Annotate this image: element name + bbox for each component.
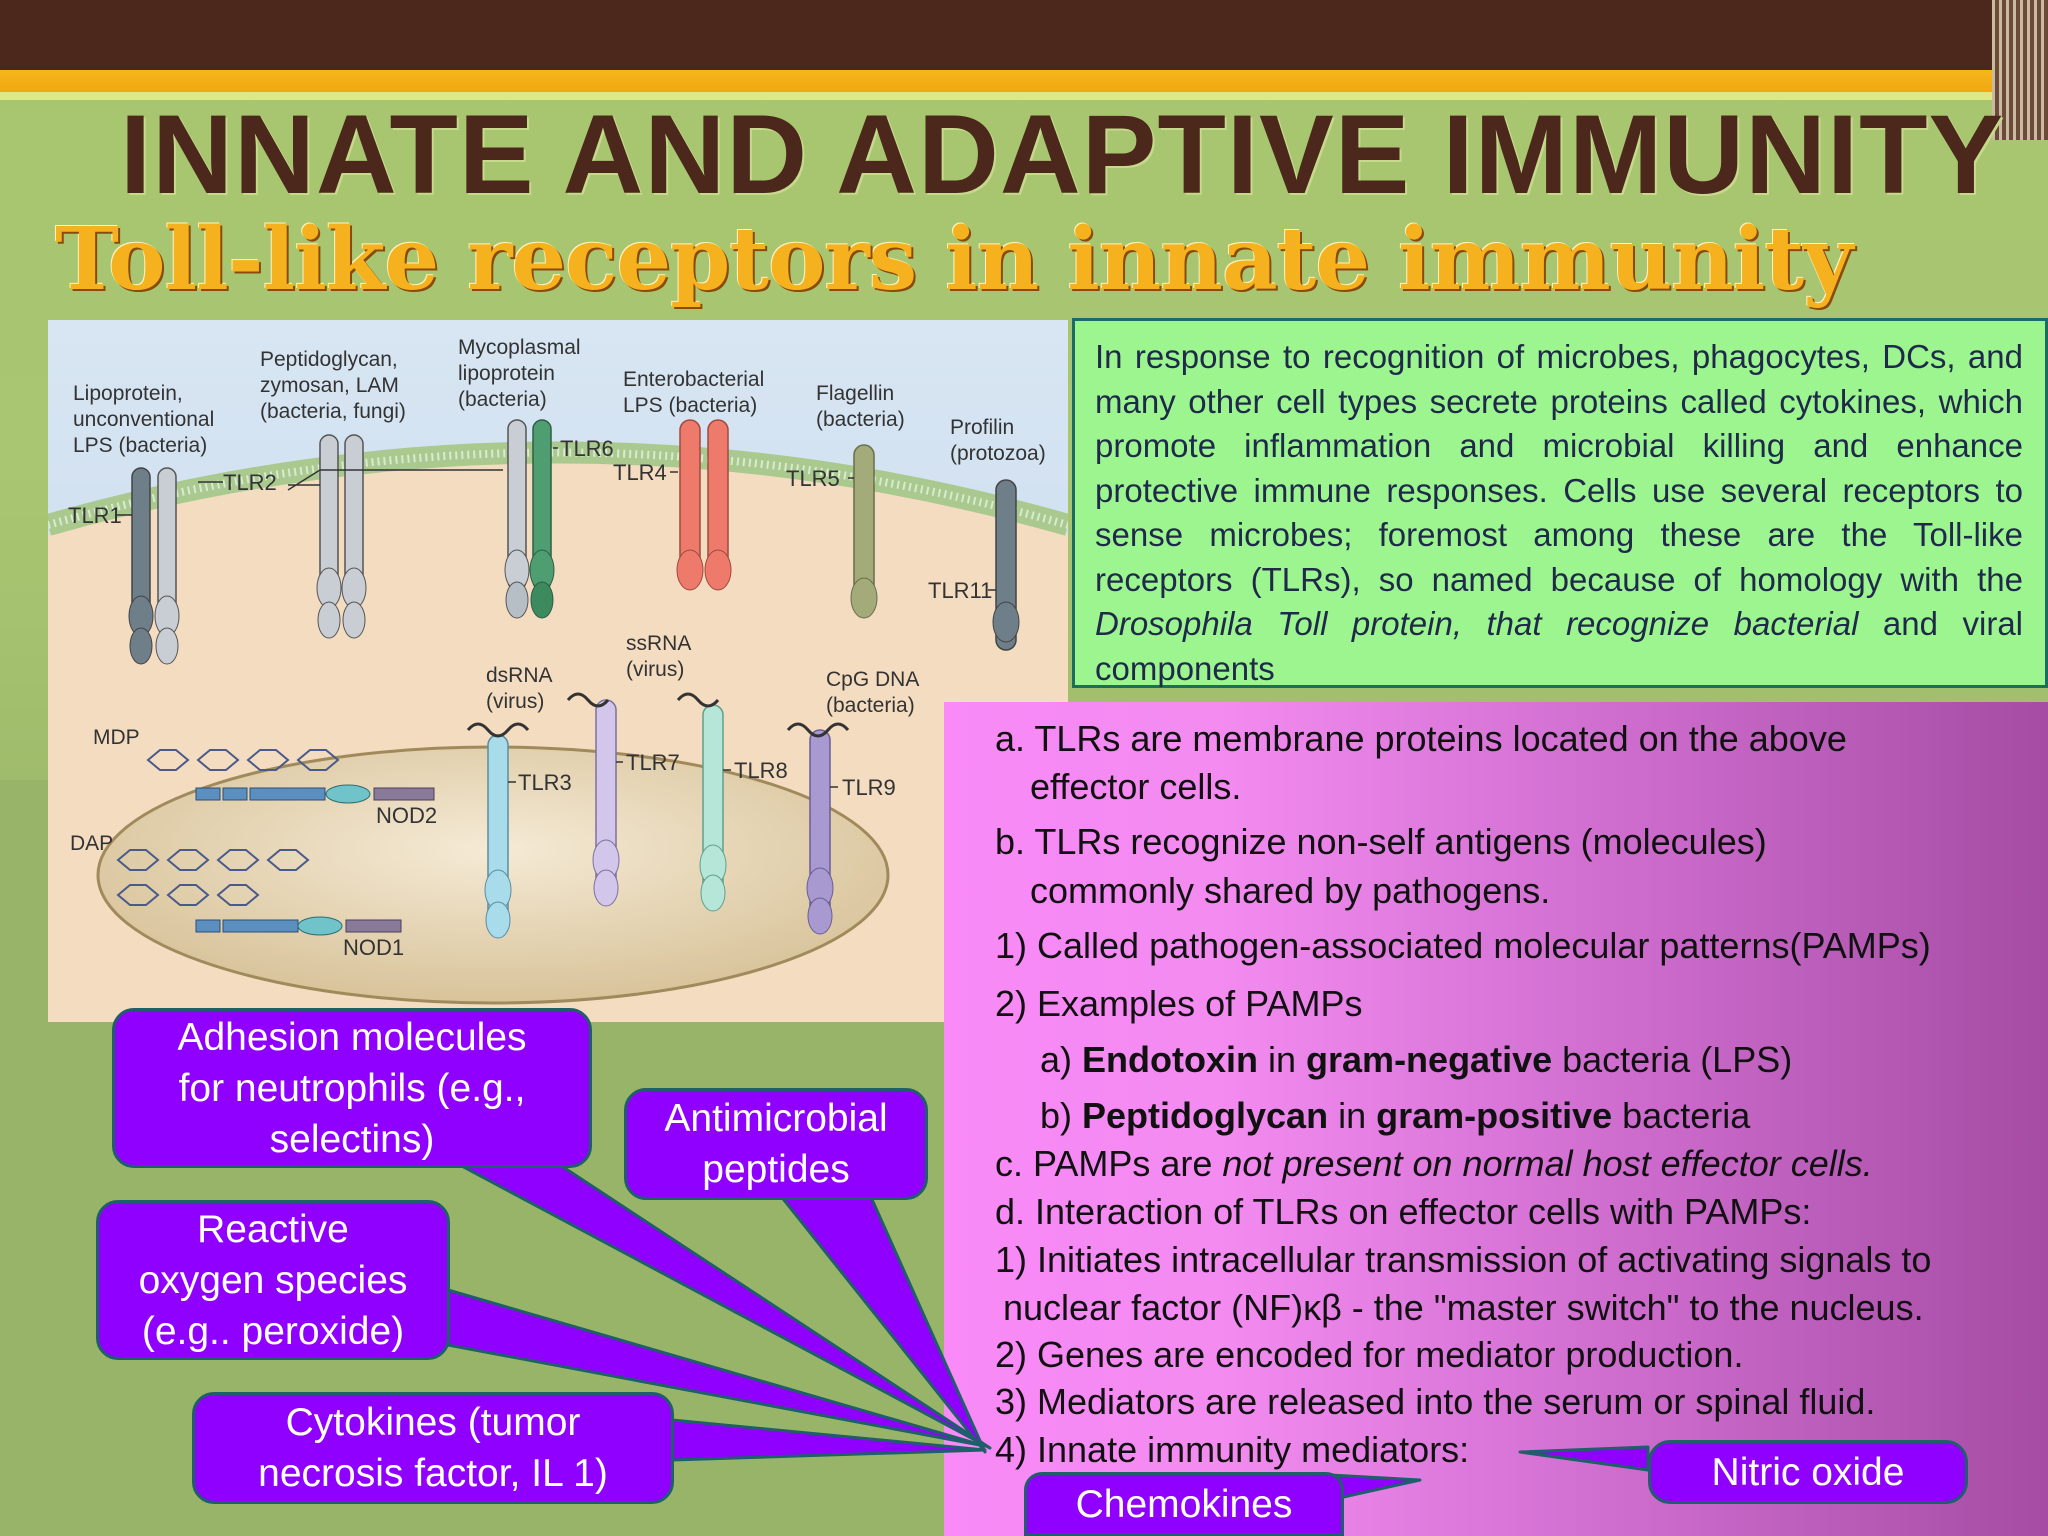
- header-gold-stripe: [0, 70, 2048, 92]
- mycoplasmal-label-2: lipoprotein: [458, 362, 555, 385]
- list-item-d: d. Interaction of TLRs on effector cells…: [995, 1191, 1812, 1232]
- mycoplasmal-label-3: (bacteria): [458, 388, 547, 411]
- chemokines-callout: Chemokines: [1024, 1472, 1344, 1536]
- list-item-a-line2: effector cells.: [1030, 766, 1242, 807]
- nod2-label: NOD2: [376, 803, 437, 828]
- header-bar: [0, 0, 2048, 70]
- nitric-oxide-callout: Nitric oxide: [1648, 1440, 1968, 1504]
- tlr9-label: TLR9: [842, 775, 896, 800]
- enterobacterial-label-1: Enterobacterial: [623, 368, 764, 391]
- tlr3-label: TLR3: [518, 770, 572, 795]
- cpg-label-1: CpG DNA: [826, 668, 919, 691]
- dsrna-label-1: dsRNA: [486, 664, 553, 687]
- peptidoglycan-label-1: Peptidoglycan,: [260, 348, 398, 371]
- tlr-figure: Lipoprotein, unconventional LPS (bacteri…: [48, 320, 1068, 1022]
- list-item-d3: 3) Mediators are released into the serum…: [995, 1381, 1876, 1422]
- list-item-c: c. PAMPs are not present on normal host …: [995, 1143, 1873, 1184]
- list-item-b-line1: b. TLRs recognize non-self antigens (mol…: [995, 821, 1767, 862]
- tlr2-receptor: [316, 434, 367, 639]
- slide-title: INNATE AND ADAPTIVE IMMUNITY: [120, 92, 2005, 217]
- list-item-example-a: a) Endotoxin in gram-negative bacteria (…: [1040, 1039, 1793, 1080]
- tlr4-label: TLR4: [613, 460, 667, 485]
- list-item-a-line1: a. TLRs are membrane proteins located on…: [995, 718, 1847, 759]
- lipoprotein-label-1: Lipoprotein,: [73, 382, 183, 405]
- cpg-dna-strand: [786, 722, 850, 738]
- flagellin-label-2: (bacteria): [816, 408, 905, 431]
- lipoprotein-label-2: unconventional: [73, 408, 214, 431]
- dsrna-label-2: (virus): [486, 690, 544, 713]
- tlr7-label: TLR7: [626, 750, 680, 775]
- profilin-label-1: Profilin: [950, 416, 1014, 439]
- tlr5-label: TLR5: [786, 466, 840, 491]
- dsrna-strand: [466, 722, 530, 738]
- tlr4-receptor: [676, 419, 732, 591]
- tlr8-receptor: [699, 704, 727, 912]
- info-box: In response to recognition of microbes, …: [1072, 318, 2048, 688]
- nod1-protein: [195, 916, 402, 936]
- header-light-stripe: [0, 92, 2048, 100]
- list-item-1: 1) Called pathogen-associated molecular …: [995, 925, 1931, 966]
- peptidoglycan-label-2: zymosan, LAM: [260, 374, 399, 397]
- tlr5-receptor: [850, 444, 878, 619]
- pamp-list-panel: [944, 702, 2048, 1536]
- nod1-label: NOD1: [343, 935, 404, 960]
- mdp-molecule: [146, 749, 340, 771]
- figure-labels: Lipoprotein, unconventional LPS (bacteri…: [68, 336, 1046, 960]
- mycoplasmal-label-1: Mycoplasmal: [458, 336, 581, 359]
- list-item-d1-line1: 1) Initiates intracellular transmission …: [995, 1239, 1932, 1280]
- slide-subtitle: Toll-like receptors in innate immunity: [55, 209, 1853, 310]
- dap-molecule: [116, 849, 310, 906]
- list-item-d4: 4) Innate immunity mediators:: [995, 1429, 1470, 1470]
- tlr11-receptor: [992, 479, 1020, 651]
- dap-label: DAP: [70, 832, 113, 855]
- list-item-d2: 2) Genes are encoded for mediator produc…: [995, 1334, 1744, 1375]
- list-item-d1-line2: nuclear factor (NF)κβ - the "master swit…: [1003, 1287, 1924, 1328]
- tlr6-receptor: [504, 419, 555, 619]
- tlr2-label: TLR2: [223, 470, 277, 495]
- tlr7-receptor: [592, 699, 620, 907]
- mdp-label: MDP: [93, 726, 140, 749]
- ssrna-label-2: (virus): [626, 658, 684, 681]
- tlr1-label: TLR1: [68, 503, 122, 528]
- ssrna-strand: [566, 692, 610, 708]
- cpg-label-2: (bacteria): [826, 694, 915, 717]
- lipoprotein-label-3: LPS (bacteria): [73, 434, 207, 457]
- info-text-b: and viral components: [1095, 605, 2023, 687]
- info-paragraph: In response to recognition of microbes, …: [1095, 335, 2023, 691]
- list-item-example-b: b) Peptidoglycan in gram-positive bacter…: [1040, 1095, 1751, 1136]
- flagellin-label-1: Flagellin: [816, 382, 894, 405]
- tlr11-label: TLR11: [928, 578, 992, 603]
- tlr6-label: TLR6: [560, 436, 614, 461]
- profilin-label-2: (protozoa): [950, 442, 1046, 465]
- peptidoglycan-label-3: (bacteria, fungi): [260, 400, 406, 423]
- decorative-lines: [1992, 0, 2048, 140]
- info-text-italic: Drosophila Toll protein, that recognize …: [1095, 605, 1859, 642]
- tlr1-receptor: [128, 467, 180, 665]
- list-item-b-line2: commonly shared by pathogens.: [1030, 870, 1551, 911]
- tlr9-receptor: [806, 729, 834, 935]
- enterobacterial-label-2: LPS (bacteria): [623, 394, 757, 417]
- tlr3-receptor: [484, 734, 512, 939]
- ssrna-label-1: ssRNA: [626, 632, 691, 655]
- list-item-2: 2) Examples of PAMPs: [995, 983, 1363, 1024]
- nod2-protein: [195, 784, 435, 804]
- tlr8-label: TLR8: [734, 758, 788, 783]
- tlr-diagram: Lipoprotein, unconventional LPS (bacteri…: [48, 320, 1068, 1022]
- info-text-a: In response to recognition of microbes, …: [1095, 338, 2023, 598]
